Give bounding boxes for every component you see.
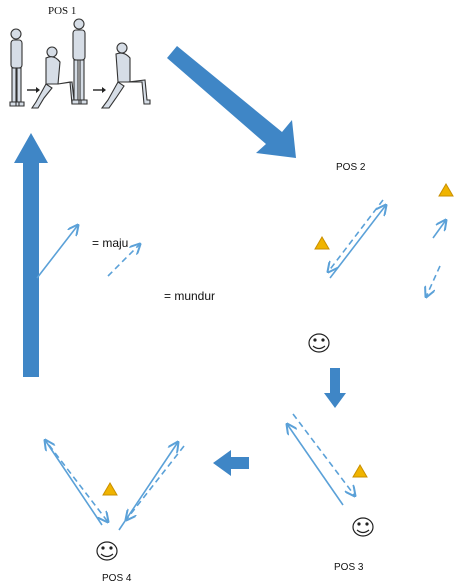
big-arrow-pos1-to-pos2: [167, 46, 296, 158]
cone-icon: [352, 464, 368, 478]
cone-icon: [102, 482, 118, 496]
smiley-face-icon: [308, 333, 330, 353]
pos3-arrows: [287, 413, 355, 506]
pos1-label: POS 1: [48, 5, 76, 17]
big-arrow-pos3-to-pos4: [213, 450, 249, 476]
smiley-face-icon: [96, 541, 118, 561]
legend-mundur-label: = mundur: [164, 289, 215, 303]
cone-icon: [314, 236, 330, 250]
cone-icon: [438, 183, 454, 197]
pos4-label: POS 4: [102, 573, 132, 584]
big-arrow-pos2-to-pos3: [324, 368, 346, 408]
legend-mundur-arrow: [107, 244, 140, 277]
legend-maju-arrow: [36, 225, 78, 279]
lunge-exercise-illustration: [8, 18, 151, 118]
smiley-face-icon: [352, 517, 374, 537]
legend-maju-label: = maju: [92, 236, 128, 250]
pos4-arrows: [45, 440, 185, 531]
big-arrow-pos4-to-pos1: [14, 133, 48, 377]
pos2-arrows: [328, 199, 446, 297]
pos2-label: POS 2: [336, 162, 366, 173]
pos3-label: POS 3: [334, 562, 364, 573]
